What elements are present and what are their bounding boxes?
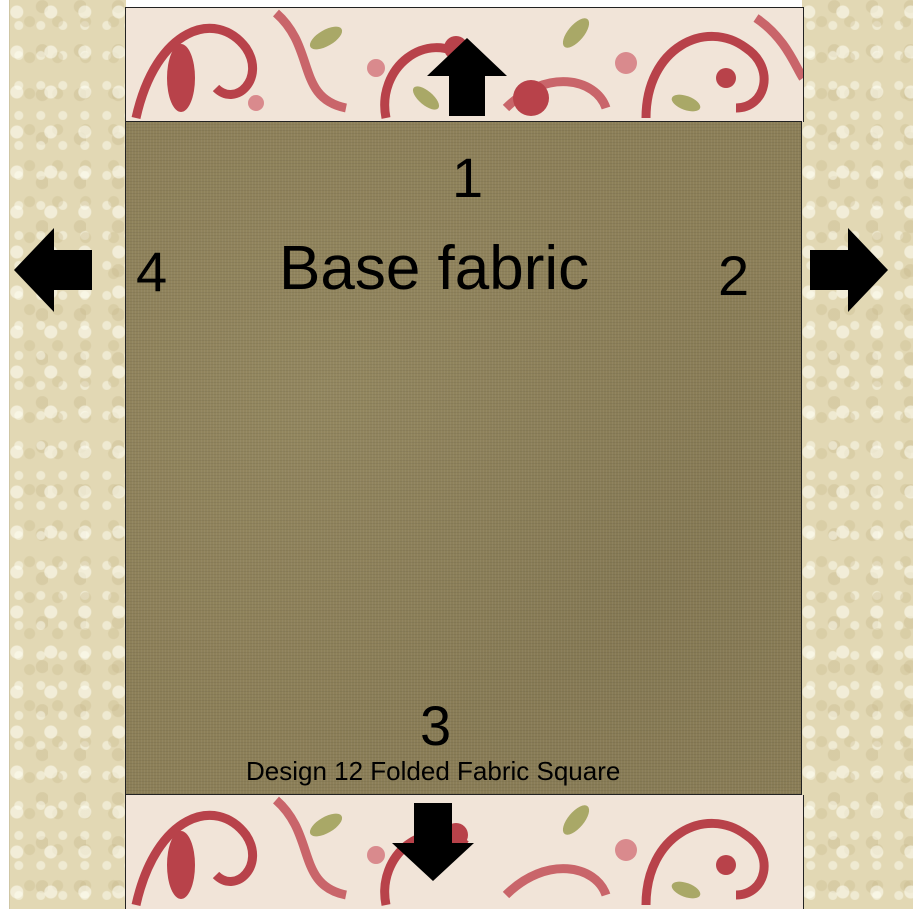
diagram-caption: Design 12 Folded Fabric Square [246,758,620,784]
side-number-right: 2 [718,248,749,304]
base-fabric-square [125,121,802,795]
left-border-fabric [9,0,126,909]
side-number-top: 1 [452,150,483,206]
side-number-bottom: 3 [420,698,451,754]
arrow-right-icon [810,228,888,312]
arrow-down-icon [392,803,474,881]
arrow-up-icon [427,38,507,116]
right-border-fabric [802,0,913,909]
arrow-left-icon [14,228,92,312]
side-number-left: 4 [136,244,167,300]
diagram-title: Base fabric [279,238,589,300]
